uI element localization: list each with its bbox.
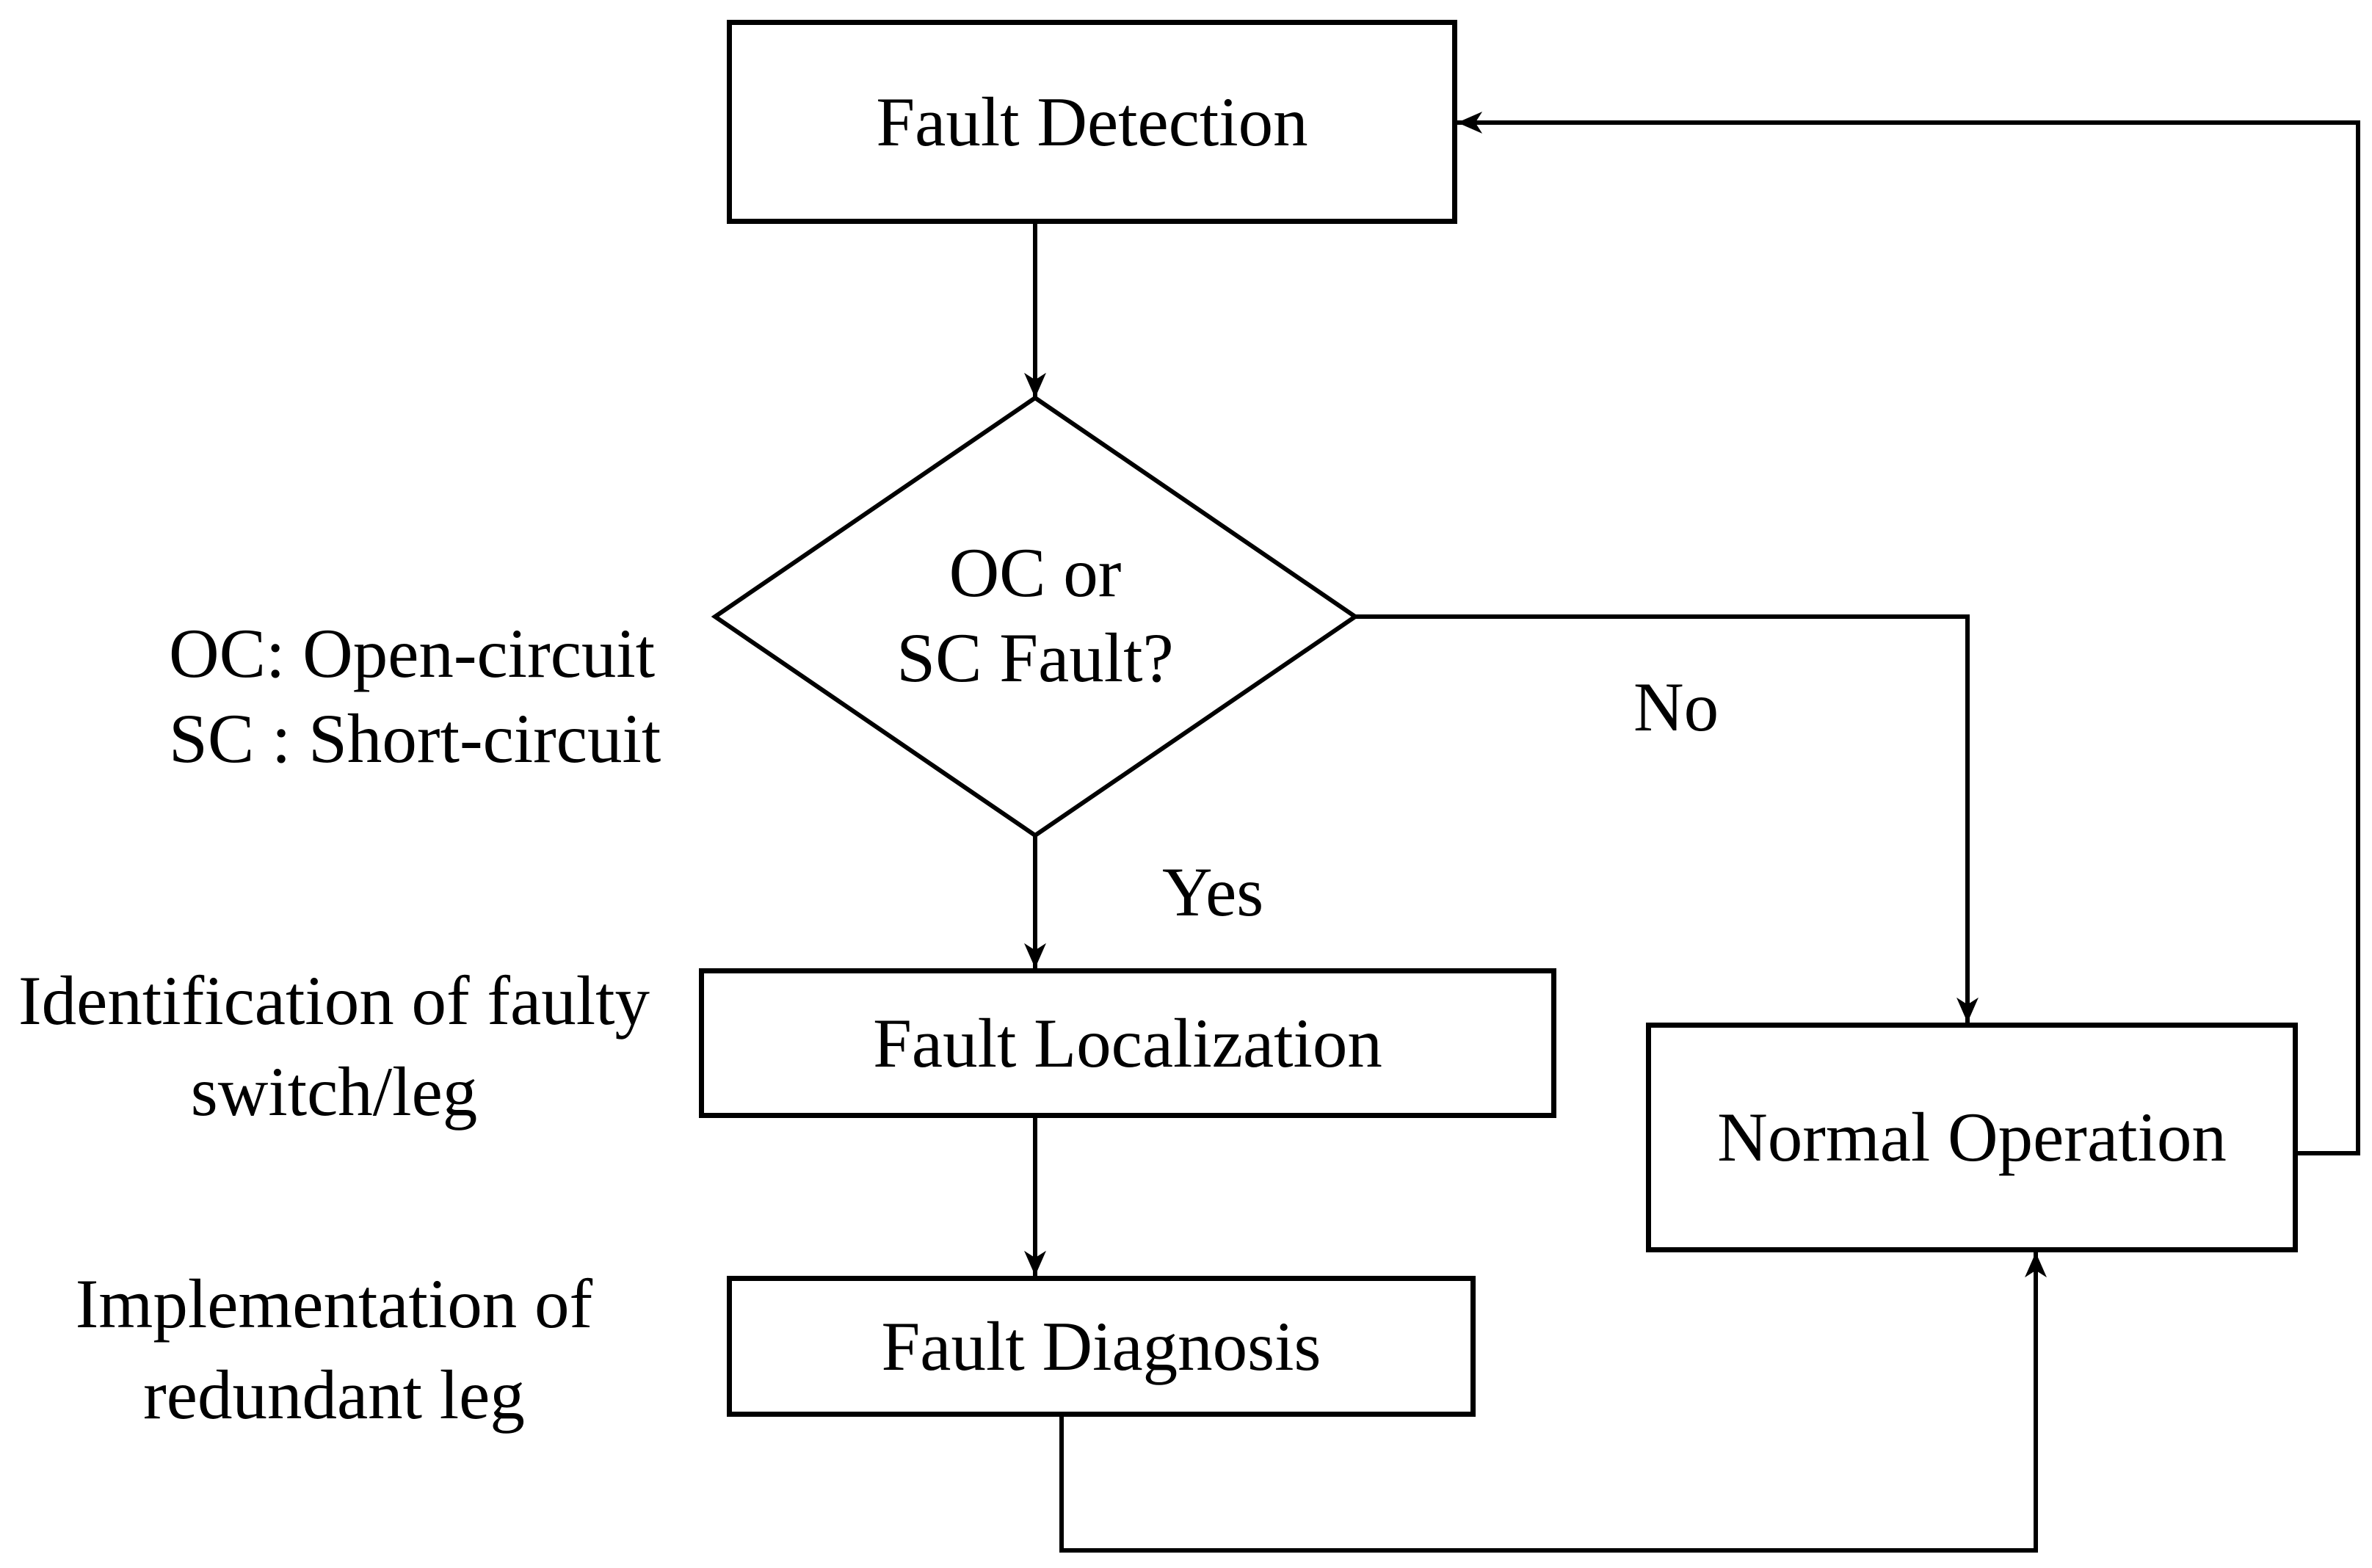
diagnosis-note-line1: Implementation of — [75, 1265, 593, 1343]
legend-line-oc: OC: Open-circuit — [169, 614, 656, 692]
decision-label: OC or SC Fault? — [778, 505, 1292, 725]
fault-detection-label: Fault Detection — [876, 82, 1308, 161]
fault-diagnosis-label: Fault Diagnosis — [881, 1307, 1321, 1385]
edge-label-yes: Yes — [1162, 853, 1264, 931]
decision-label-line2: SC Fault? — [896, 619, 1174, 697]
decision-diamond-shape — [711, 395, 1360, 838]
diagnosis-note-line2: redundant leg — [143, 1356, 525, 1434]
fault-detection-box: Fault Detection — [727, 20, 1457, 224]
localization-note-line1: Identification of faulty — [18, 962, 650, 1039]
legend-annotation: OC: Open-circuit SC : Short-circuit — [169, 611, 661, 781]
fault-diagnosis-box: Fault Diagnosis — [727, 1276, 1476, 1417]
legend-line-sc: SC : Short-circuit — [169, 700, 661, 777]
localization-note-line2: switch/leg — [190, 1053, 478, 1130]
fault-localization-box: Fault Localization — [699, 968, 1556, 1118]
fault-localization-label: Fault Localization — [873, 1003, 1382, 1082]
decision-label-line1: OC or — [949, 534, 1122, 611]
edge-decision-to-normal-operation — [1355, 614, 1979, 1023]
normal-operation-label: Normal Operation — [1717, 1098, 2227, 1176]
normal-operation-box: Normal Operation — [1646, 1023, 2298, 1252]
diagnosis-note: Implementation of redundant leg — [18, 1258, 650, 1440]
edge-normal-operation-to-detection — [1457, 112, 2360, 1155]
edge-diagnosis-to-normal-operation — [1059, 1252, 2047, 1553]
localization-note: Identification of faulty switch/leg — [18, 955, 650, 1137]
edge-label-no: No — [1633, 668, 1719, 746]
